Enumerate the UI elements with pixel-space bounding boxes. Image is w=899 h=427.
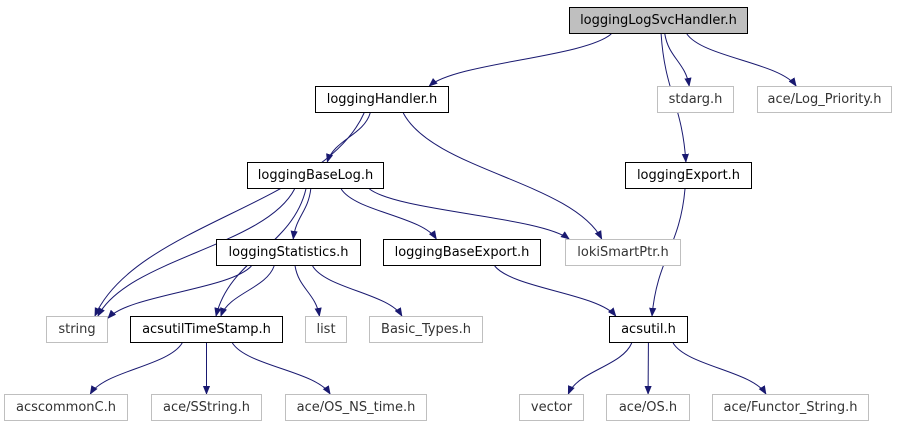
edge-loggingstatistics-to-string — [107, 265, 252, 319]
node-ace-os-ns-time[interactable]: ace/OS_NS_time.h — [285, 394, 427, 421]
node-list[interactable]: list — [305, 316, 347, 343]
edge-logginglogsvchandler-to-ace_log_priority — [686, 33, 797, 87]
edge-acsutiltimestamp-to-acscommonc — [89, 342, 183, 395]
node-ace-functor-string[interactable]: ace/Functor_String.h — [712, 394, 869, 421]
edge-logginglogsvchandler-to-stdarg — [664, 33, 692, 87]
node-acscommonc[interactable]: acscommonC.h — [4, 394, 128, 421]
edge-loggingbaselog-to-lokismartptr — [369, 188, 570, 240]
edge-logginglogsvchandler-to-logginghandler — [428, 33, 612, 87]
node-acsutiltimestamp[interactable]: acsutilTimeStamp.h — [130, 316, 283, 343]
node-string[interactable]: string — [46, 316, 108, 343]
edge-acsutiltimestamp-to-ace_os_ns_time — [231, 342, 331, 395]
node-stdarg[interactable]: stdarg.h — [657, 86, 734, 113]
edge-loggingbaselog-to-loggingbaseexport — [340, 188, 437, 240]
node-logginghandler[interactable]: loggingHandler.h — [315, 86, 449, 113]
node-vector[interactable]: vector — [519, 394, 584, 421]
edge-loggingstatistics-to-basic_types — [312, 265, 403, 317]
edge-loggingstatistics-to-acsutiltimestamp — [220, 265, 275, 317]
edge-logginghandler-to-string — [94, 112, 365, 317]
edge-acsutil-to-vector — [567, 342, 633, 395]
node-loggingbaselog[interactable]: loggingBaseLog.h — [247, 162, 384, 189]
node-loggingstatistics[interactable]: loggingStatistics.h — [216, 239, 361, 266]
node-basic-types[interactable]: Basic_Types.h — [369, 316, 483, 343]
node-loggingbaseexport[interactable]: loggingBaseExport.h — [383, 239, 541, 266]
edge-acsutil-to-ace_functor_string — [672, 342, 767, 395]
edge-loggingbaseexport-to-acsutil — [494, 265, 617, 317]
edge-logginghandler-to-lokismartptr — [402, 112, 603, 240]
node-ace-os[interactable]: ace/OS.h — [606, 394, 690, 421]
node-ace-sstring[interactable]: ace/SString.h — [151, 394, 262, 421]
node-logginglogsvchandler[interactable]: loggingLogSvcHandler.h — [569, 7, 748, 34]
node-lokismartptr[interactable]: lokiSmartPtr.h — [565, 239, 681, 266]
edge-loggingstatistics-to-list — [294, 265, 322, 317]
edge-loggingbaselog-to-string — [97, 188, 296, 317]
edge-loggingbaselog-to-loggingstatistics — [290, 188, 312, 240]
node-acsutil[interactable]: acsutil.h — [609, 316, 688, 343]
node-loggingexport[interactable]: loggingExport.h — [625, 162, 752, 189]
node-ace-log-priority[interactable]: ace/Log_Priority.h — [757, 86, 892, 113]
